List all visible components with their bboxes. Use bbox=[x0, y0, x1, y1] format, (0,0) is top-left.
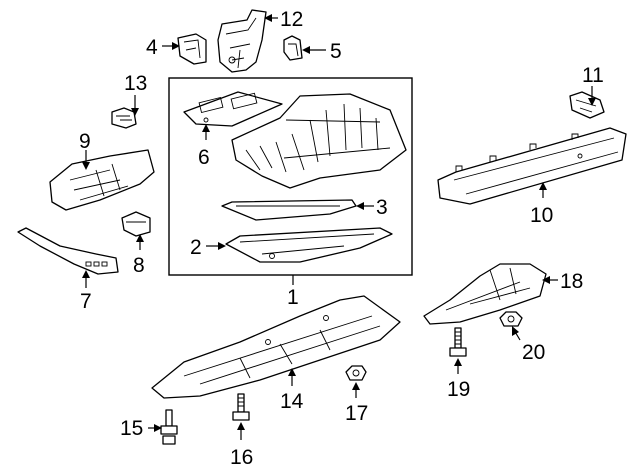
arrow-14 bbox=[288, 368, 296, 376]
part-3-crossmember[interactable] bbox=[221, 199, 357, 221]
arrow-6 bbox=[202, 124, 210, 132]
callout-5: 5 bbox=[330, 40, 342, 63]
part-4-bracket[interactable] bbox=[177, 33, 207, 65]
arrow-3 bbox=[356, 202, 364, 210]
arrow-10 bbox=[539, 182, 547, 190]
callout-12: 12 bbox=[280, 8, 303, 31]
callout-19: 19 bbox=[447, 378, 470, 401]
callout-18: 18 bbox=[560, 270, 583, 293]
part-8-block[interactable] bbox=[121, 211, 151, 237]
part-2-crossmember[interactable] bbox=[225, 227, 393, 263]
callout-8: 8 bbox=[133, 254, 145, 277]
part-20-nut[interactable] bbox=[499, 311, 523, 327]
arrow-9 bbox=[82, 162, 90, 170]
part-11-bracket[interactable] bbox=[569, 91, 605, 119]
arrow-12 bbox=[264, 14, 272, 22]
callout-2: 2 bbox=[190, 236, 202, 259]
part-18-bracket[interactable] bbox=[423, 263, 547, 325]
callout-14: 14 bbox=[280, 390, 304, 413]
callout-9: 9 bbox=[79, 130, 91, 153]
part-5-clip[interactable] bbox=[283, 35, 303, 61]
floor-pan-main[interactable] bbox=[231, 93, 407, 189]
assembly-box bbox=[168, 77, 413, 276]
arrow-17 bbox=[352, 382, 360, 390]
part-12-bracket[interactable] bbox=[217, 9, 267, 73]
part-14-underbody[interactable] bbox=[151, 295, 401, 399]
arrow-15 bbox=[154, 424, 162, 432]
part-7-extension[interactable] bbox=[17, 227, 119, 275]
callout-11: 11 bbox=[582, 64, 604, 87]
part-10-rail[interactable] bbox=[437, 127, 627, 205]
arrow-19 bbox=[454, 358, 462, 366]
callout-4: 4 bbox=[146, 36, 158, 59]
callout-7: 7 bbox=[80, 290, 92, 313]
part-16-bolt[interactable] bbox=[232, 393, 250, 421]
arrow-16 bbox=[237, 422, 245, 430]
callout-6: 6 bbox=[198, 146, 210, 169]
callout-13: 13 bbox=[124, 72, 147, 95]
callout-10: 10 bbox=[530, 204, 553, 227]
callout-3: 3 bbox=[376, 196, 388, 219]
part-15-bolt[interactable] bbox=[160, 409, 178, 445]
arrow-18 bbox=[542, 276, 550, 284]
arrow-5 bbox=[302, 46, 310, 54]
arrow-20 bbox=[512, 326, 519, 336]
callout-15: 15 bbox=[120, 417, 143, 440]
arrow-11 bbox=[588, 98, 596, 106]
arrow-8 bbox=[136, 234, 144, 242]
part-19-bolt[interactable] bbox=[449, 327, 467, 357]
part-17-nut[interactable] bbox=[345, 365, 367, 381]
callout-16: 16 bbox=[230, 446, 253, 469]
callout-20: 20 bbox=[522, 341, 545, 364]
part-9-panel[interactable] bbox=[49, 149, 155, 211]
part-6-floor-plate[interactable] bbox=[183, 91, 283, 127]
part-13-clip[interactable] bbox=[111, 107, 137, 129]
callout-1: 1 bbox=[287, 286, 299, 309]
arrow-2 bbox=[218, 242, 226, 250]
arrow-4 bbox=[172, 42, 180, 50]
arrow-13 bbox=[131, 108, 139, 116]
callout-17: 17 bbox=[345, 402, 368, 425]
arrow-7 bbox=[82, 270, 90, 278]
